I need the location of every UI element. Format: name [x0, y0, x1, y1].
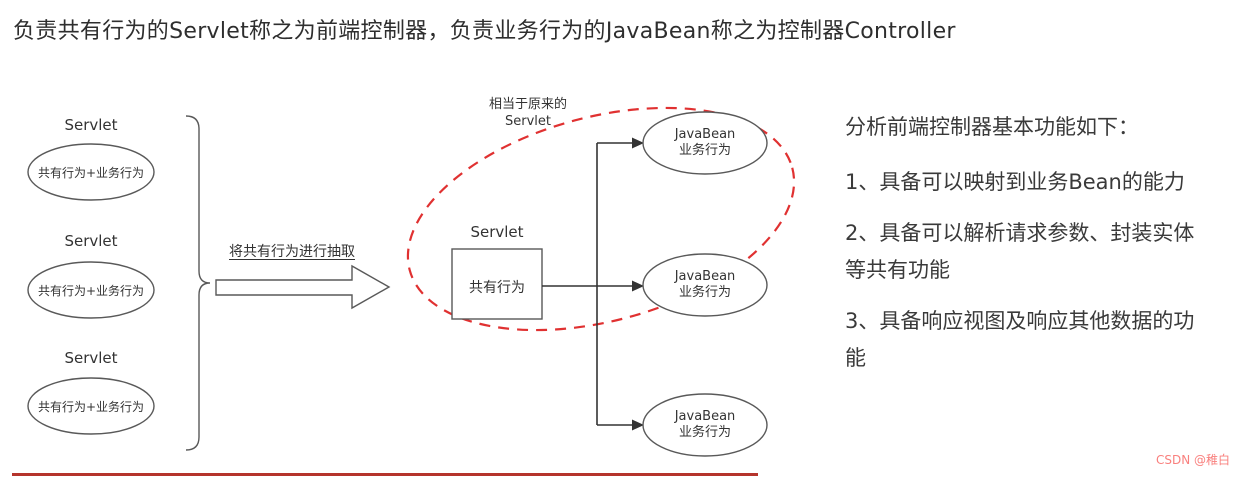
- javabean-text-1: JavaBean 业务行为: [645, 127, 765, 159]
- javabean-name-2: JavaBean: [674, 269, 736, 284]
- javabean-text-3: JavaBean 业务行为: [645, 409, 765, 441]
- servlet-ellipse-2: [27, 261, 155, 319]
- analysis-point-2: 2、具备可以解析请求参数、封装实体等共有功能: [845, 221, 1195, 282]
- servlet-ellipse-1: [27, 143, 155, 201]
- extract-arrow-label: 将共有行为进行抽取: [229, 244, 355, 260]
- front-controller-box: [451, 248, 543, 320]
- servlet-content-3: 共有行为+业务行为: [37, 400, 145, 414]
- front-controller-content: 共有行为: [469, 280, 525, 296]
- javabean-behavior-1: 业务行为: [678, 143, 731, 158]
- analysis-block: 分析前端控制器基本功能如下： 1、具备可以映射到业务Bean的能力 2、具备可以…: [845, 112, 1203, 391]
- arrowhead-bottom-icon: [632, 419, 644, 431]
- bottom-red-rule: [12, 473, 758, 476]
- front-controller-dashed-circle: [406, 106, 796, 332]
- servlet-content-2: 共有行为+业务行为: [37, 284, 145, 298]
- analysis-point-3: 3、具备响应视图及响应其他数据的功能: [845, 309, 1195, 370]
- javabean-ellipse-3: [642, 393, 768, 457]
- analysis-heading: 分析前端控制器基本功能如下：: [845, 115, 1139, 139]
- arrowhead-middle-icon: [632, 280, 644, 292]
- javabean-name-3: JavaBean: [674, 409, 736, 424]
- javabean-name-1: JavaBean: [674, 127, 736, 142]
- servlet-label-3: Servlet: [64, 349, 118, 367]
- annotation-line-2: Servlet: [505, 114, 551, 129]
- arrowhead-top-icon: [632, 137, 644, 149]
- servlet-label-2: Servlet: [64, 232, 118, 250]
- javabean-text-2: JavaBean 业务行为: [645, 269, 765, 301]
- page-title: 负责共有行为的Servlet称之为前端控制器，负责业务行为的JavaBean称之…: [13, 19, 956, 44]
- annotation-line-1: 相当于原来的: [488, 97, 567, 112]
- javabean-ellipse-1: [642, 111, 768, 175]
- front-controller-annotation: 相当于原来的 Servlet: [463, 96, 593, 130]
- grouping-brace: [185, 115, 211, 451]
- servlet-content-1: 共有行为+业务行为: [37, 166, 145, 180]
- extract-arrow-shape: [215, 264, 391, 310]
- javabean-behavior-2: 业务行为: [678, 285, 731, 300]
- javabean-behavior-3: 业务行为: [678, 425, 731, 440]
- servlet-label-1: Servlet: [64, 116, 118, 134]
- servlet-ellipse-3: [27, 377, 155, 435]
- analysis-point-1: 1、具备可以映射到业务Bean的能力: [845, 170, 1185, 194]
- front-controller-label: Servlet: [470, 223, 524, 241]
- csdn-watermark: CSDN @稚白: [1156, 453, 1231, 467]
- javabean-ellipse-2: [642, 253, 768, 317]
